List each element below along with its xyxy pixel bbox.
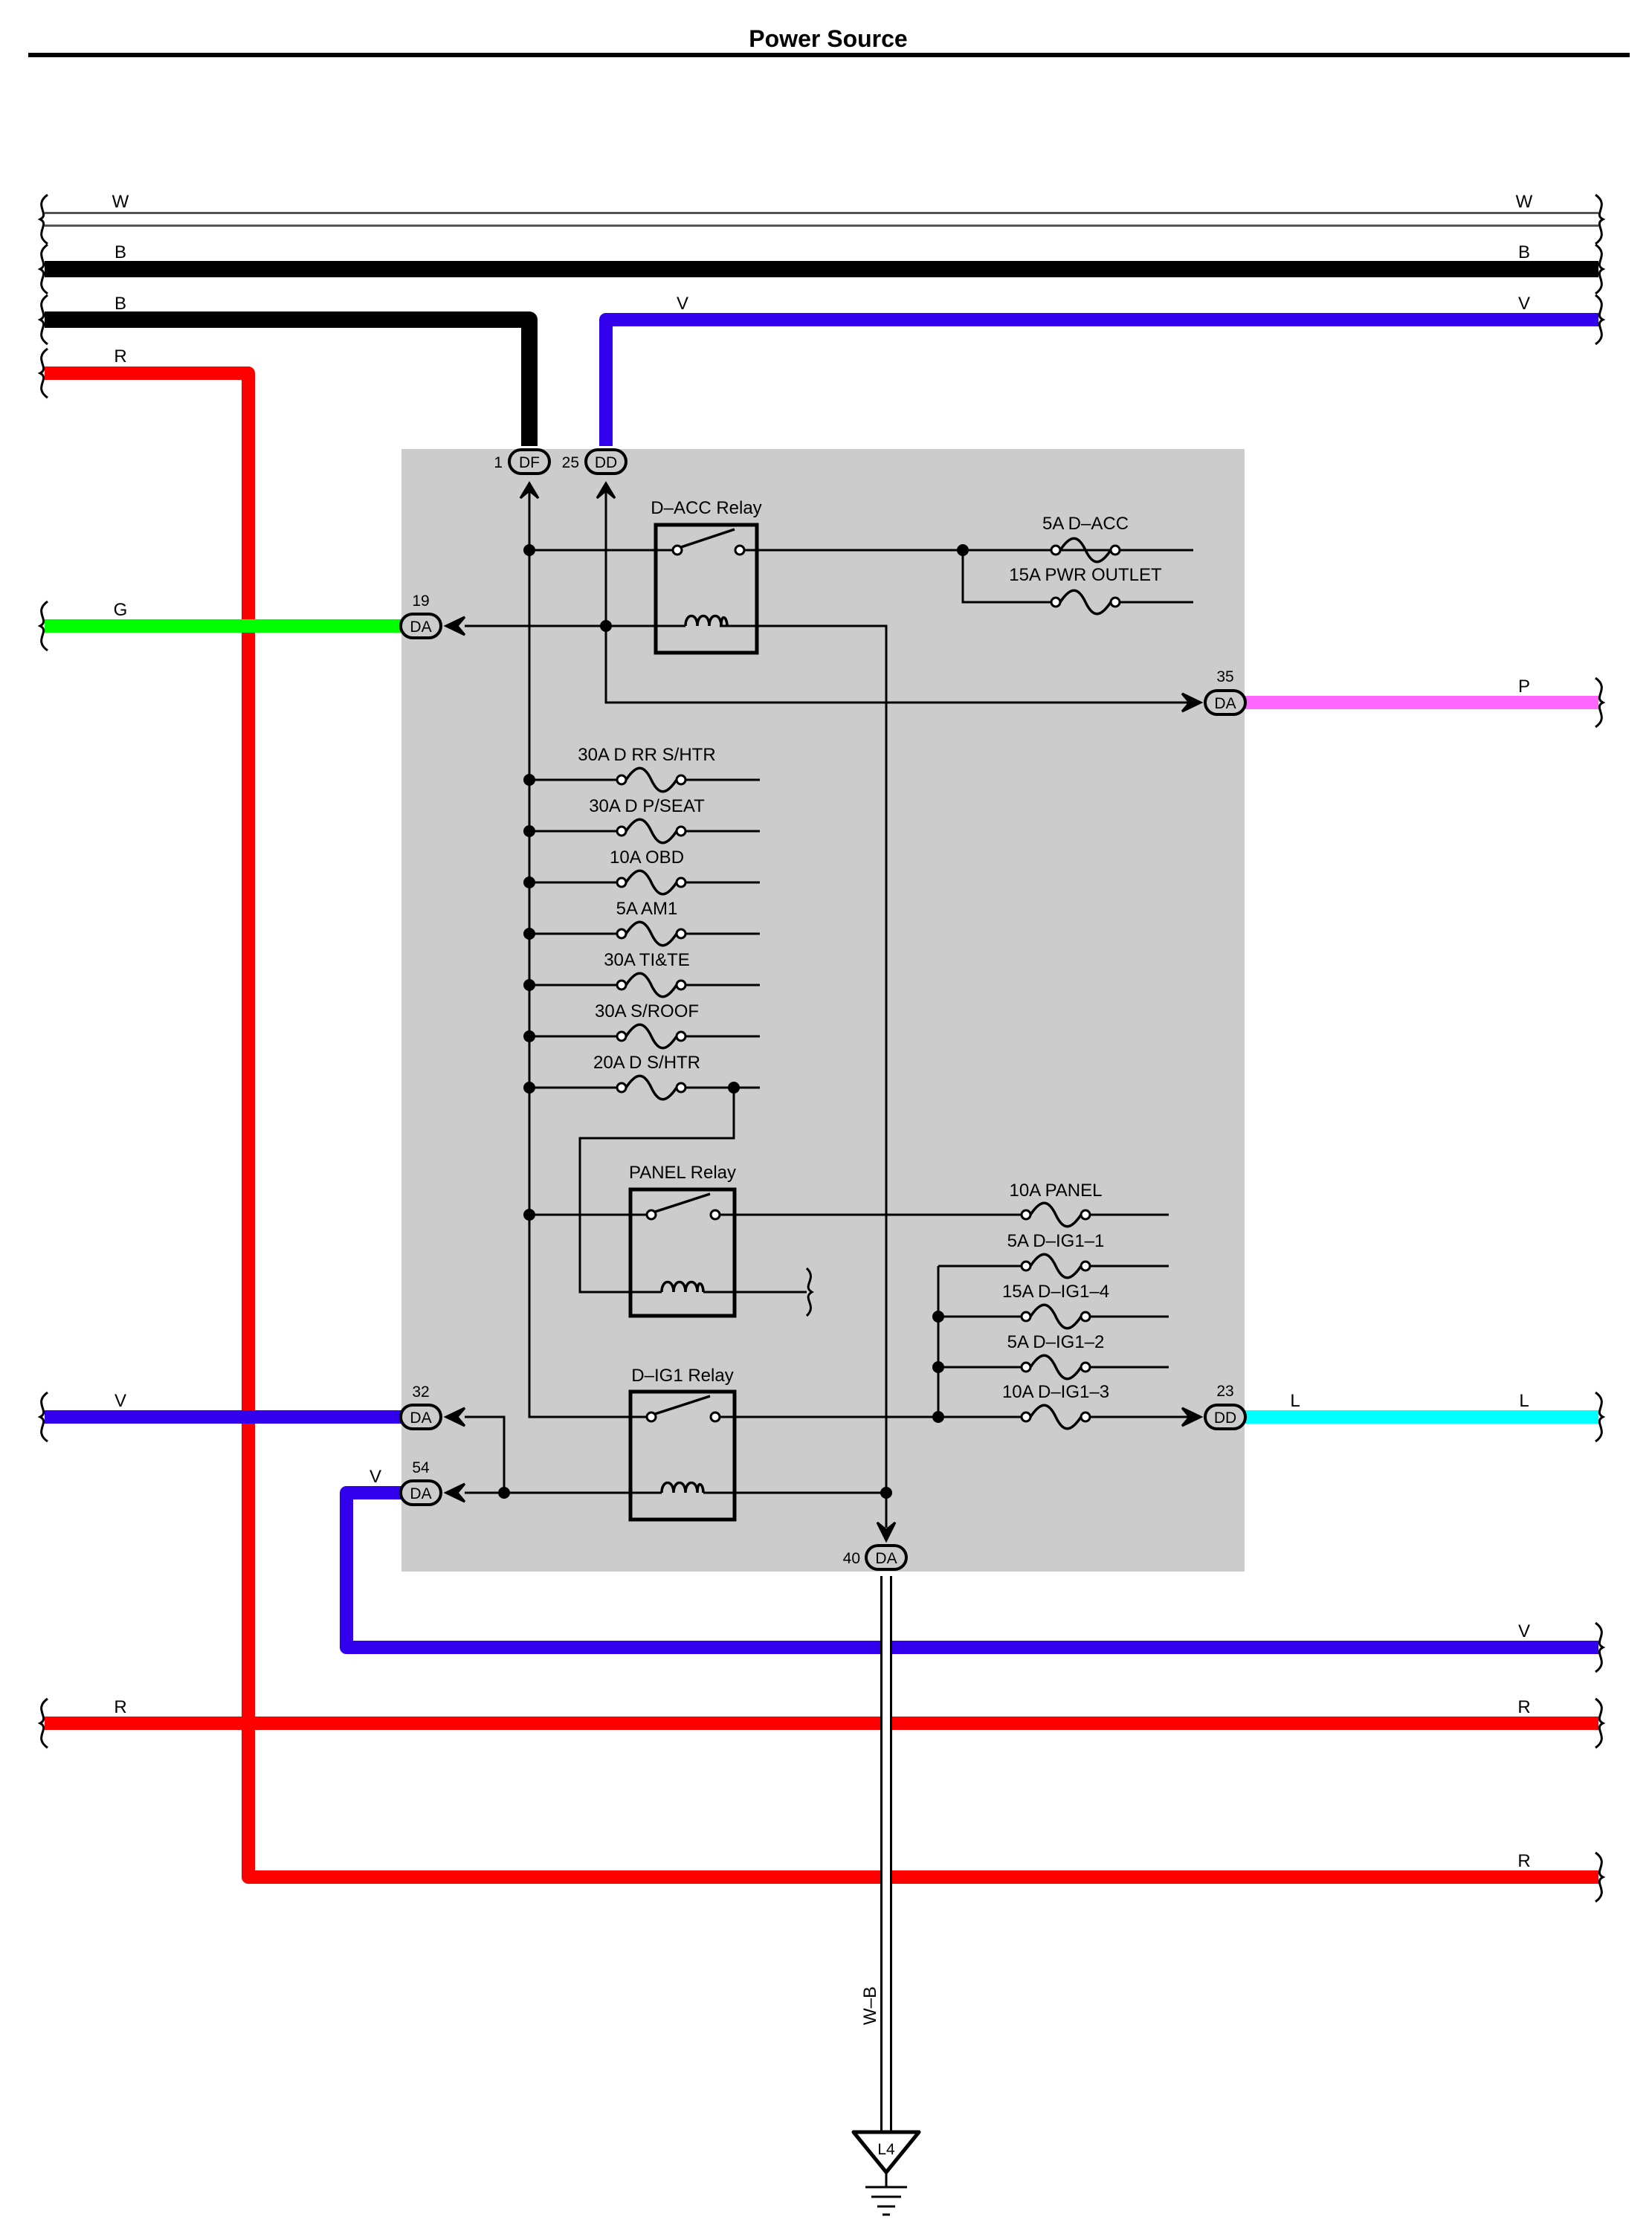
connector-da19 [399, 613, 466, 639]
wire-label-w-left: W [112, 192, 129, 212]
fuse-label-obd: 10A OBD [610, 847, 684, 868]
connector-da19-pin: 19 [412, 592, 429, 610]
wire-label-r2-left: R [114, 1697, 126, 1717]
connector-dd23-code: DD [1214, 1410, 1236, 1427]
wire-r-vertical [45, 367, 1598, 1884]
page-title: Power Source [749, 25, 907, 52]
wire-break-marks-right [1595, 193, 1606, 1903]
fuse-label-panel: 10A PANEL [1010, 1181, 1103, 1201]
connector-df1-pin: 1 [494, 454, 503, 471]
wire-v-da54 [340, 1486, 1598, 1654]
connector-df1 [508, 448, 551, 500]
relay-label-panel: PANEL Relay [629, 1163, 736, 1183]
wire-label-v54: V [370, 1467, 381, 1487]
wire-label-l-mid: L [1290, 1391, 1300, 1411]
connector-da32 [399, 1404, 466, 1430]
fuse-label-tite: 30A TI&TE [604, 950, 690, 970]
wire-label-v-bottom-right: V [1518, 1621, 1530, 1641]
connector-da32-pin: 32 [412, 1383, 429, 1401]
wire-v-to-dd25 [599, 313, 1598, 446]
fuse-label-pseat: 30A D P/SEAT [589, 796, 705, 816]
connector-da40-pin: 40 [843, 1550, 860, 1567]
connector-dd25-code: DD [595, 454, 617, 471]
connector-da40 [865, 1521, 908, 1571]
junction-dots [498, 544, 969, 1499]
wire-label-wb: W–B [860, 1986, 880, 2025]
fuse-label-ig1-1: 5A D–IG1–1 [1007, 1231, 1105, 1251]
connector-da54-code: DA [410, 1485, 431, 1502]
fuse-label-ig1-3: 10A D–IG1–3 [1002, 1382, 1109, 1402]
connector-da35 [1181, 689, 1247, 716]
wire-label-l-right: L [1519, 1391, 1529, 1411]
fuse-label-pwr-outlet: 15A PWR OUTLET [1009, 565, 1162, 585]
fuse-label-am1: 5A AM1 [616, 899, 678, 919]
internal-wiring [465, 483, 1193, 1528]
connector-da35-code: DA [1214, 695, 1236, 712]
wire-label-b1-left: B [114, 242, 126, 262]
connector-dd25 [584, 448, 627, 500]
connector-dd23-pin: 23 [1216, 1383, 1233, 1400]
fuse-label-rr-shtr: 30A D RR S/HTR [578, 745, 715, 765]
wire-label-v-top-mid: V [677, 294, 688, 314]
connector-da54-pin: 54 [412, 1459, 430, 1476]
ground-symbol [851, 2130, 921, 2216]
wire-label-v32-left: V [114, 1391, 126, 1411]
wire-break-panel [805, 1267, 815, 1317]
junction-block-box [401, 449, 1245, 1572]
wire-label-r1-left: R [114, 346, 126, 367]
wire-label-b1-right: B [1518, 242, 1530, 262]
connector-dd25-pin: 25 [562, 454, 579, 471]
fuse-label-ig1-4: 15A D–IG1–4 [1002, 1282, 1109, 1302]
connector-df1-code: DF [519, 454, 540, 471]
connector-da35-pin: 35 [1216, 668, 1233, 685]
connector-dd23 [1181, 1404, 1247, 1430]
relay-label-d-ig1: D–IG1 Relay [631, 1366, 733, 1386]
wire-label-p-right: P [1518, 677, 1530, 697]
fuse-label-ig1-2: 5A D–IG1–2 [1007, 1332, 1105, 1352]
fuse-label-acc: 5A D–ACC [1042, 514, 1129, 534]
wire-break-marks-left [37, 193, 48, 1749]
connector-da19-code: DA [410, 619, 431, 636]
connector-da40-code: DA [875, 1550, 897, 1567]
wire-label-v-top-right: V [1518, 294, 1530, 314]
fuse-label-sroof: 30A S/ROOF [595, 1001, 699, 1021]
wire-label-r3-right: R [1517, 1851, 1530, 1871]
connector-da32-code: DA [410, 1410, 431, 1427]
relay-d-ig1 [625, 1389, 737, 1522]
relay-panel [628, 1187, 737, 1318]
relay-d-acc [654, 523, 759, 655]
wire-label-w-right: W [1516, 192, 1533, 212]
title-rule [28, 53, 1630, 57]
connector-da54 [399, 1479, 466, 1506]
ground-code: L4 [877, 2141, 895, 2158]
wire-label-g-left: G [114, 600, 128, 620]
fuse-label-d-shtr: 20A D S/HTR [593, 1053, 700, 1073]
relay-label-d-acc: D–ACC Relay [651, 498, 761, 518]
wire-b-to-df1 [45, 311, 538, 446]
wire-label-b2-left: B [114, 294, 126, 314]
wire-label-r2-right: R [1517, 1697, 1530, 1717]
